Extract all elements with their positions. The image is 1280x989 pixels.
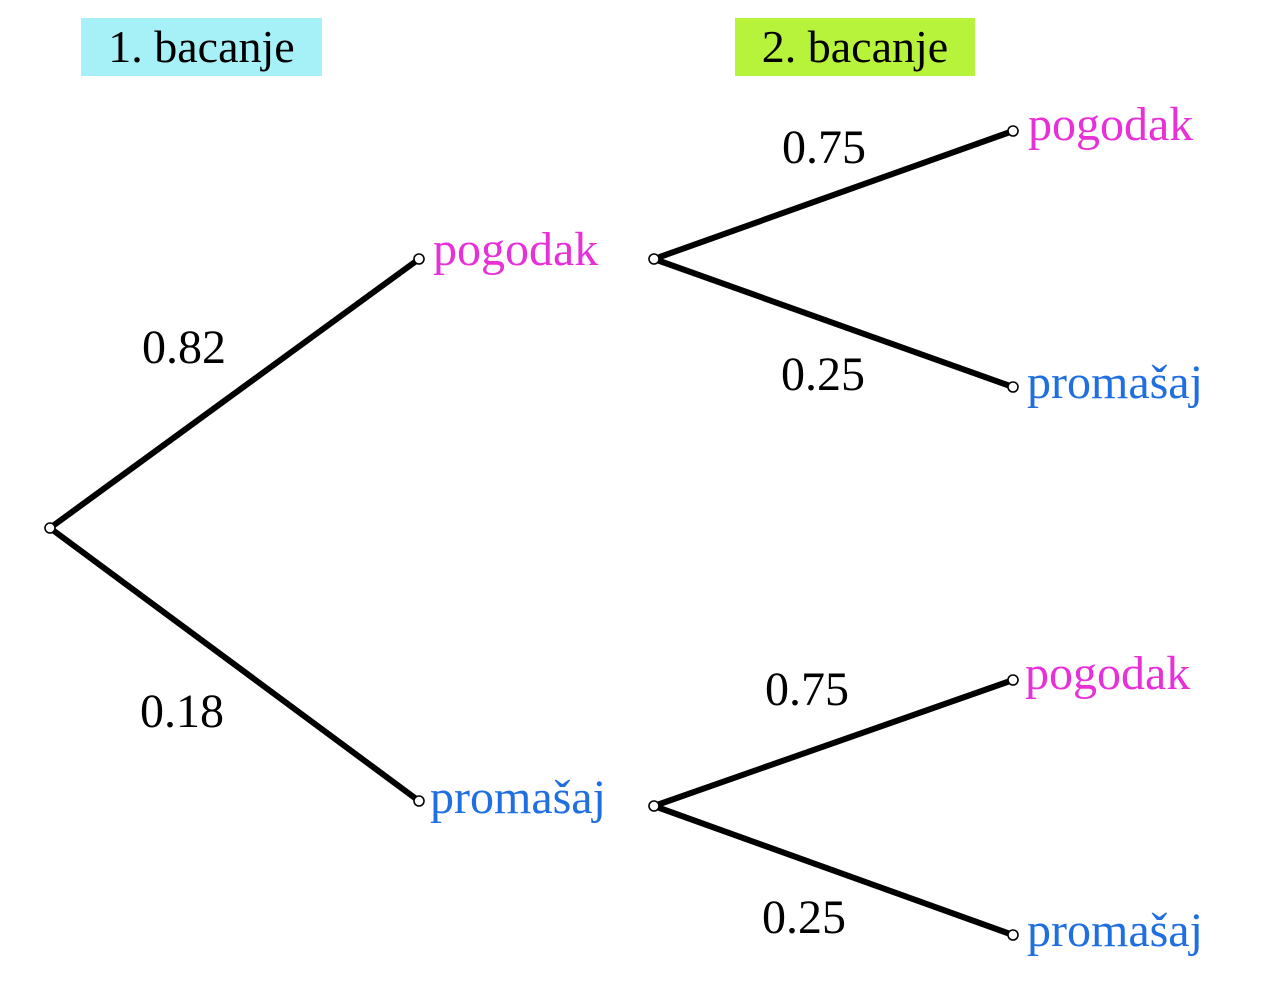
edge-root-to-miss bbox=[47, 525, 422, 804]
edge-miss-to-hit bbox=[651, 677, 1016, 809]
second-throw-header: 2. bacanje bbox=[735, 18, 975, 76]
node-leaf-miss-hit bbox=[1007, 674, 1019, 686]
after-miss-hit-label: pogodak bbox=[1025, 647, 1191, 700]
edge-root-to-hit bbox=[47, 256, 422, 531]
node-first-hit bbox=[413, 253, 425, 265]
edge-hit-to-hit bbox=[651, 128, 1016, 262]
node-leaf-hit-miss bbox=[1007, 381, 1019, 393]
first-throw-header: 1. bacanje bbox=[81, 18, 322, 76]
node-leaf-hit-hit bbox=[1007, 125, 1019, 137]
after-hit-miss-probability: 0.25 bbox=[781, 348, 865, 401]
after-miss-hit-probability: 0.75 bbox=[765, 663, 849, 716]
node-root bbox=[44, 522, 56, 534]
after-miss-miss-label: promašaj bbox=[1027, 904, 1203, 957]
node-first-miss bbox=[413, 795, 425, 807]
first-throw-miss-label: promašaj bbox=[430, 771, 606, 824]
node-mid-hit bbox=[648, 253, 660, 265]
after-hit-hit-probability: 0.75 bbox=[782, 121, 866, 174]
node-leaf-miss-miss bbox=[1007, 929, 1019, 941]
first-throw-hit-label: pogodak bbox=[433, 223, 599, 276]
after-hit-miss-label: promašaj bbox=[1027, 356, 1203, 409]
first-throw-miss-probability: 0.18 bbox=[140, 685, 224, 738]
edge-miss-to-miss bbox=[651, 803, 1016, 938]
after-hit-hit-label: pogodak bbox=[1028, 98, 1194, 151]
first-throw-hit-probability: 0.82 bbox=[142, 321, 226, 374]
after-miss-miss-probability: 0.25 bbox=[762, 891, 846, 944]
node-mid-miss bbox=[648, 800, 660, 812]
edge-hit-to-miss bbox=[651, 256, 1016, 390]
